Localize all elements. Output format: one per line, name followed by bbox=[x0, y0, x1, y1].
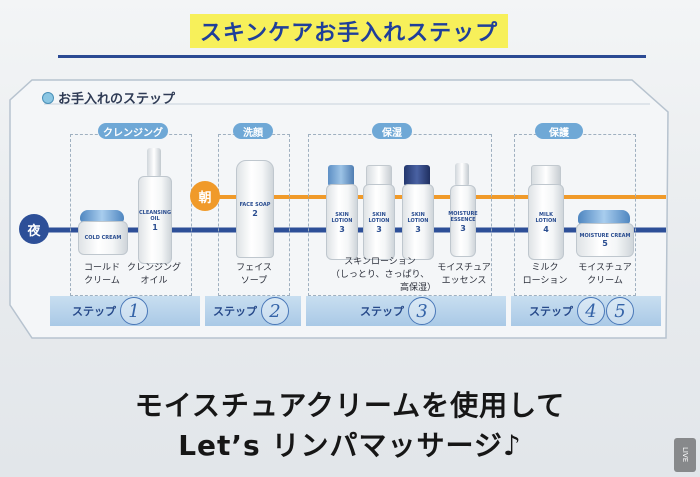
live-badge: LIVE bbox=[674, 438, 696, 472]
caption-line-1: モイスチュアクリームを使用して bbox=[134, 389, 566, 422]
skin-lotion-moist-cap bbox=[328, 165, 354, 185]
moisture-essence-bottle: MOISTURE ESSENCE 3 bbox=[448, 185, 478, 257]
category-protect: 保護 bbox=[535, 123, 583, 139]
label-milk-lotion: ミルク ローション bbox=[522, 263, 568, 286]
label-skin-lotion: スキンローション （しっとり、さっぱり、 高保湿） bbox=[330, 257, 436, 293]
moisture-essence-pump bbox=[455, 163, 469, 185]
step-bar-1: ステップ 1 bbox=[50, 296, 200, 326]
skin-lotion-fresh-bottle: SKIN LOTION 3 bbox=[363, 184, 395, 260]
moisture-cream-jar: MOISTURE CREAM 5 bbox=[576, 223, 634, 257]
night-badge: 夜 bbox=[19, 214, 49, 244]
title-underline bbox=[58, 55, 646, 58]
face-soap-tube: FACE SOAP 2 bbox=[236, 160, 274, 258]
step-bar-4-5: ステップ 4 5 bbox=[511, 296, 661, 326]
label-cleansing-oil: クレンジング オイル bbox=[126, 263, 181, 286]
cleansing-oil-bottle: CLEANSING OIL 1 bbox=[138, 176, 172, 264]
label-moisture-essence: モイスチュア エッセンス bbox=[437, 263, 491, 286]
cold-cream-jar: COLD CREAM bbox=[78, 221, 128, 255]
label-cold-cream: コールド クリーム bbox=[83, 263, 120, 286]
step-number-4: 4 bbox=[577, 297, 605, 325]
step-number-1: 1 bbox=[120, 297, 148, 325]
page-title: スキンケアお手入れステップ bbox=[190, 14, 508, 48]
label-face-soap: フェイス ソープ bbox=[236, 263, 272, 286]
step-number-5: 5 bbox=[606, 297, 634, 325]
skin-lotion-rich-bottle: SKIN LOTION 3 bbox=[402, 184, 434, 260]
drop-icon bbox=[42, 91, 54, 104]
cleansing-oil-pump bbox=[147, 148, 161, 176]
cold-cream-lid bbox=[80, 210, 124, 222]
moisture-cream-lid bbox=[578, 210, 630, 224]
section-title: お手入れのステップ bbox=[42, 88, 175, 107]
caption-line-2: Let’s リンパマッサージ♪ bbox=[178, 429, 522, 462]
morning-badge: 朝 bbox=[190, 181, 220, 211]
category-moisturize: 保湿 bbox=[372, 123, 412, 139]
step-bar-2: ステップ 2 bbox=[205, 296, 301, 326]
skin-lotion-rich-cap bbox=[404, 165, 430, 185]
label-moisture-cream: モイスチュア クリーム bbox=[578, 263, 632, 286]
step-number-3: 3 bbox=[408, 297, 436, 325]
step-bar-3: ステップ 3 bbox=[306, 296, 506, 326]
section-title-text: お手入れのステップ bbox=[58, 92, 176, 107]
skin-lotion-moist-bottle: SKIN LOTION 3 bbox=[326, 184, 358, 260]
category-wash: 洗顔 bbox=[233, 123, 273, 139]
step-number-2: 2 bbox=[261, 297, 289, 325]
category-cleansing: クレンジング bbox=[98, 123, 168, 139]
milk-lotion-bottle: MILK LOTION 4 bbox=[528, 184, 564, 260]
